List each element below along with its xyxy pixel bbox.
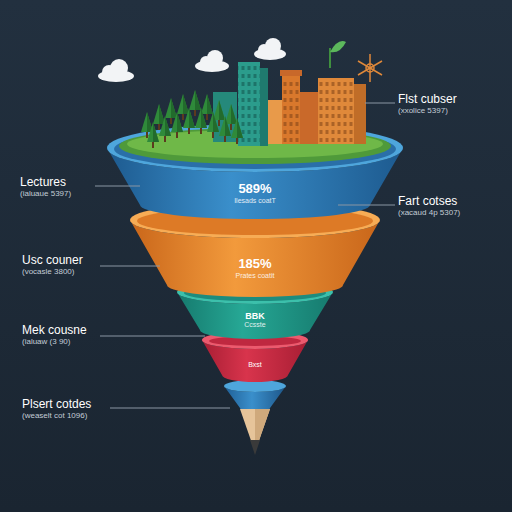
pencil-lead bbox=[250, 440, 260, 455]
building bbox=[238, 62, 260, 146]
band-value: 185% bbox=[238, 257, 271, 272]
snowflake bbox=[358, 54, 382, 82]
band-rim bbox=[107, 124, 403, 172]
cloud bbox=[98, 70, 134, 82]
leader-line bbox=[100, 336, 205, 337]
building bbox=[268, 100, 284, 144]
callout-label: Plsert cotdes bbox=[22, 398, 91, 411]
tree bbox=[219, 116, 231, 142]
building-side bbox=[354, 84, 366, 144]
cloud bbox=[195, 60, 229, 72]
cloud bbox=[258, 44, 270, 56]
building-windows bbox=[318, 82, 354, 142]
band-value: BBK bbox=[245, 311, 265, 321]
cloud bbox=[102, 65, 116, 79]
snowflake-arm bbox=[358, 61, 382, 75]
tree bbox=[183, 108, 195, 134]
building-windows bbox=[282, 78, 300, 142]
tree bbox=[213, 100, 225, 126]
band-text: BBKCcsste bbox=[177, 311, 333, 329]
band-opening bbox=[114, 129, 396, 169]
callout-label: Fart cotses bbox=[398, 195, 457, 208]
callout-caption: (xacaud 4p 5307) bbox=[398, 209, 460, 218]
callout-caption: (ialuaw (3 90) bbox=[22, 338, 70, 347]
building-roof bbox=[280, 70, 302, 76]
building bbox=[318, 78, 354, 144]
band-opening bbox=[137, 207, 373, 235]
building-side bbox=[260, 68, 268, 146]
band-rim bbox=[202, 331, 308, 349]
band-outline bbox=[107, 124, 403, 219]
cloud bbox=[265, 38, 281, 54]
cloud bbox=[110, 59, 128, 77]
band-caption: Ccsste bbox=[244, 321, 265, 329]
cloud bbox=[207, 50, 223, 66]
buildings bbox=[213, 62, 366, 146]
band-caption: Ilesads coatT bbox=[234, 197, 276, 205]
leader-line bbox=[338, 205, 395, 206]
funnel-band: 589%Ilesads coatT bbox=[107, 124, 403, 219]
cloud bbox=[200, 56, 212, 68]
leader-line bbox=[95, 186, 140, 187]
tree bbox=[189, 90, 201, 116]
callout-caption: (vocasle 3800) bbox=[22, 268, 74, 277]
tree bbox=[159, 116, 171, 142]
band-text: 185%Prates coatit bbox=[130, 257, 380, 280]
callout-label: Usc couner bbox=[22, 254, 83, 267]
building bbox=[300, 92, 322, 144]
island-grass bbox=[127, 130, 383, 158]
sprout bbox=[330, 41, 346, 68]
snowflake-core bbox=[366, 64, 374, 72]
sprout-leaf bbox=[330, 41, 346, 52]
leader-lines bbox=[95, 103, 395, 408]
tree bbox=[141, 112, 153, 138]
tree bbox=[225, 104, 237, 130]
tree bbox=[177, 94, 189, 120]
leader-line bbox=[110, 408, 230, 409]
island-ground bbox=[119, 128, 391, 164]
callout-label: Flst cubser bbox=[398, 93, 457, 106]
callout-caption: (weaselt cot 1096) bbox=[22, 412, 87, 421]
callout-label: Mek cousne bbox=[22, 324, 87, 337]
band-text: Bxst bbox=[202, 361, 308, 369]
tree bbox=[195, 108, 207, 134]
tree bbox=[207, 112, 219, 138]
band-caption: Prates coatit bbox=[236, 272, 275, 280]
callout-label: Lectures bbox=[20, 176, 66, 189]
band-rim bbox=[130, 202, 380, 238]
band-opening bbox=[209, 336, 301, 346]
forest bbox=[141, 90, 243, 148]
band-text: 589%Ilesads coatT bbox=[107, 182, 403, 205]
tree bbox=[201, 94, 213, 120]
snowflake-arm bbox=[358, 61, 382, 75]
clouds bbox=[98, 38, 286, 82]
tree bbox=[171, 112, 183, 138]
leader-line bbox=[365, 103, 395, 104]
tree bbox=[165, 98, 177, 124]
tree bbox=[231, 118, 243, 144]
callout-caption: (ialuaue 5397) bbox=[20, 190, 71, 199]
callout-caption: (xxolice 5397) bbox=[398, 107, 448, 116]
snowflake-arm bbox=[369, 54, 371, 82]
tree bbox=[147, 122, 159, 148]
band-opening bbox=[184, 285, 326, 301]
tree bbox=[153, 104, 165, 130]
band-value: Bxst bbox=[248, 361, 262, 369]
building-windows bbox=[238, 62, 260, 146]
leader-line bbox=[100, 266, 160, 267]
band-value: 589% bbox=[238, 182, 271, 197]
band-rim bbox=[177, 280, 333, 304]
building bbox=[213, 92, 237, 142]
sprout-stem bbox=[329, 48, 331, 68]
cloud bbox=[254, 48, 286, 60]
building bbox=[282, 74, 300, 144]
island bbox=[119, 128, 391, 164]
